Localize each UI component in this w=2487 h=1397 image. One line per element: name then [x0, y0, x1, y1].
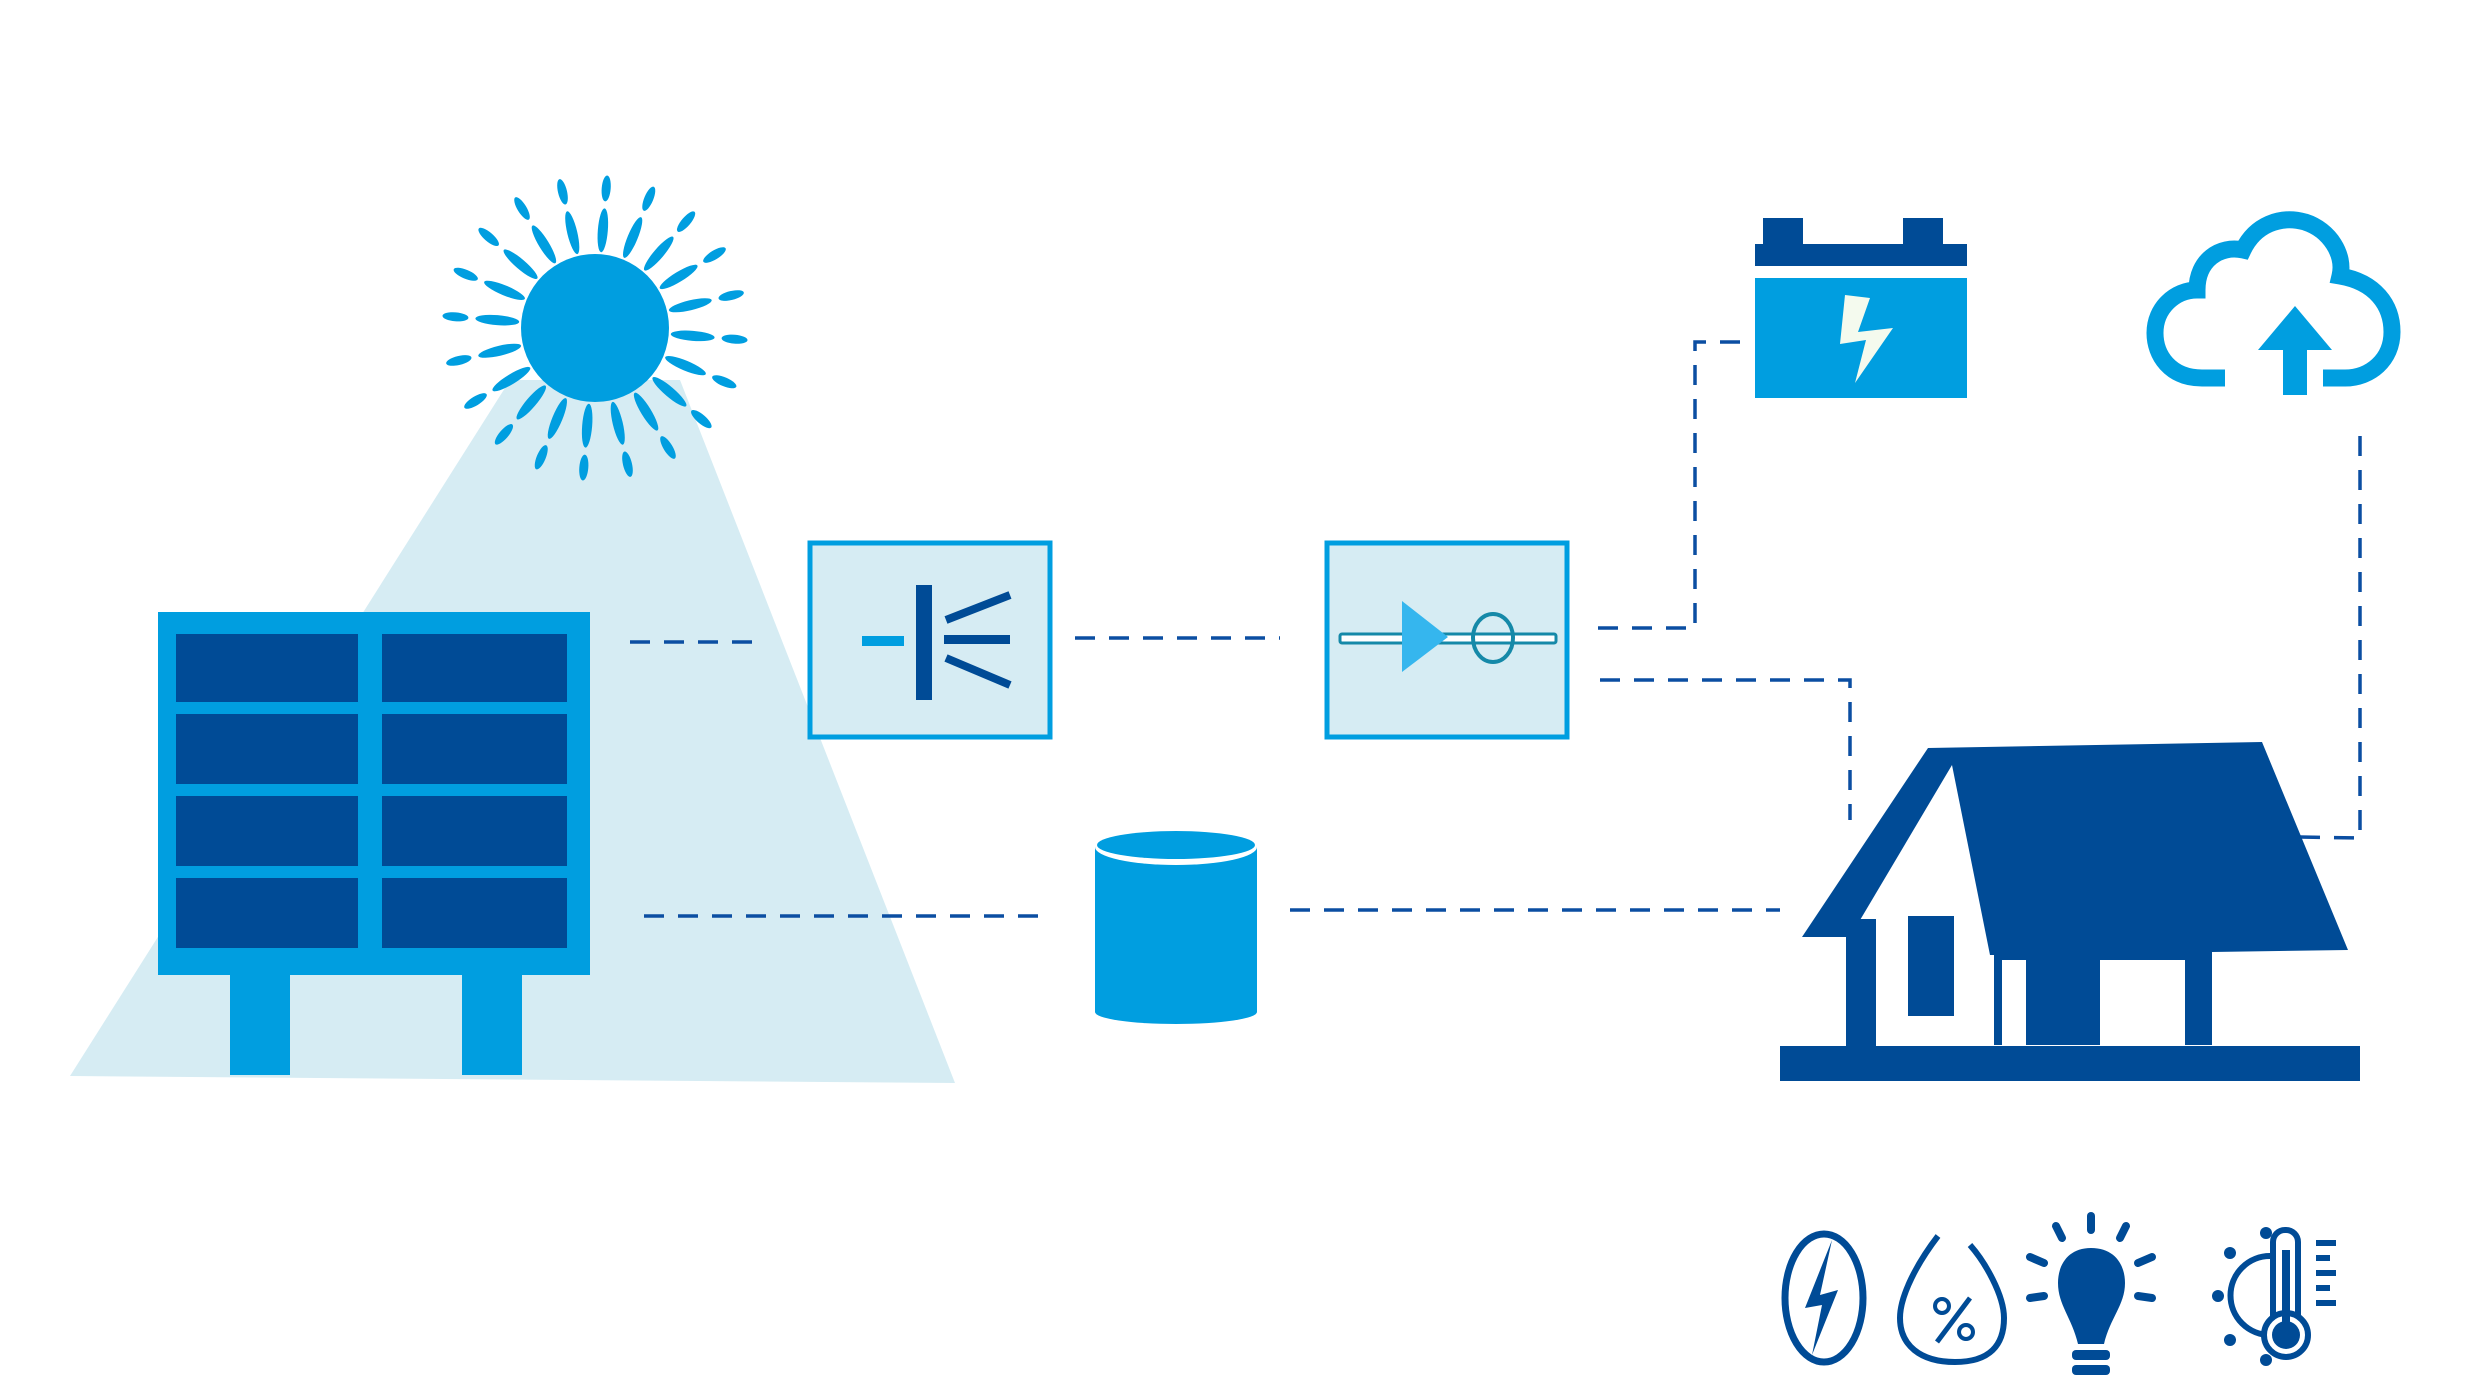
sun-ray [652, 376, 687, 407]
solar-panel-icon [158, 612, 590, 1075]
sun-ray [665, 356, 706, 376]
sun-ray [601, 175, 611, 202]
sun-ray [670, 330, 715, 342]
connector-meter-battery [1598, 340, 1740, 630]
sun-ray [712, 375, 737, 389]
light-bulb-icon [2026, 1212, 2156, 1375]
sun-ray [565, 211, 580, 255]
sun-ray [503, 249, 538, 280]
sun-ray [478, 227, 499, 247]
legend-icons [1781, 1212, 2336, 1375]
sun-ray [446, 355, 472, 366]
house-icon [1780, 742, 2360, 1081]
sun-ray [475, 314, 520, 326]
sun-ray [642, 186, 656, 211]
bolt-icon [1840, 295, 1893, 383]
sun-ray [703, 247, 726, 263]
sun-icon [442, 175, 748, 481]
cloud-upload-icon [2146, 211, 2401, 395]
sun-ray [659, 264, 698, 290]
sun-ray [514, 197, 530, 220]
sun-ray [633, 392, 659, 431]
sun-ray [492, 366, 531, 392]
sun-ray [597, 208, 609, 253]
temperature-icon [2212, 1227, 2336, 1366]
humidity-icon [1896, 1234, 2008, 1366]
cylinder-storage-icon [1095, 829, 1257, 1024]
connectors [630, 340, 2362, 918]
sun-ray [442, 312, 469, 322]
sun-ray [534, 445, 548, 470]
sun-ray [622, 451, 633, 477]
sun-ray [579, 454, 589, 481]
sun-ray [610, 401, 625, 445]
sun-ray [547, 398, 567, 439]
connector-meter-house [1600, 678, 1852, 820]
sun-ray [464, 393, 487, 409]
sun-ray [453, 267, 478, 281]
sun-ray [660, 436, 676, 459]
connector-house-cloud [2299, 435, 2362, 840]
sun-ray [691, 409, 712, 429]
sun-ray [718, 290, 744, 301]
sun-ray [721, 334, 748, 344]
sun-ray [531, 225, 557, 264]
sun-ray [478, 343, 522, 358]
sun-ray [668, 298, 712, 313]
sun-ray [494, 424, 514, 445]
sun-ray [581, 403, 593, 448]
energy-icon [1781, 1230, 1867, 1366]
sun-ray [484, 280, 525, 300]
sun-ray [623, 217, 643, 258]
sun-ray [643, 236, 674, 271]
sun-ray [516, 385, 547, 420]
diode-current-meter-icon [1324, 540, 1570, 740]
battery-icon [1755, 218, 1967, 398]
sun-ray [676, 211, 696, 232]
photo-sensor-icon [807, 540, 1053, 740]
sun-ray [557, 179, 568, 205]
